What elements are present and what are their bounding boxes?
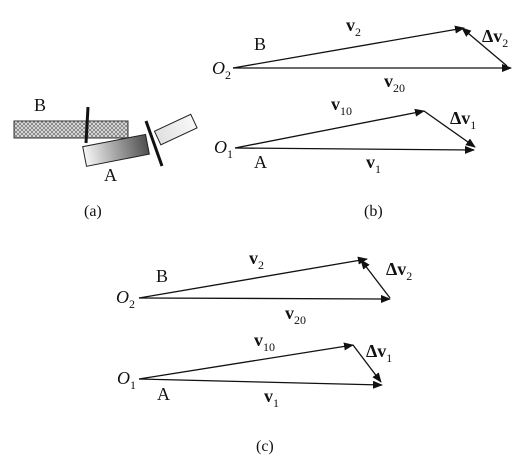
c-label-dv2: Δv2 (386, 259, 412, 283)
c-vector-dv2 (360, 259, 391, 299)
b-vector-v10 (234, 108, 425, 149)
c-label-v20: v20 (285, 303, 306, 327)
c-vector-v2 (138, 256, 368, 299)
block-a (82, 133, 150, 167)
contact-line-b (144, 120, 164, 167)
b-vector-v2 (232, 25, 465, 69)
b-body-b: B (254, 34, 266, 54)
b-vector-dv2 (461, 27, 508, 67)
panel-b: O2 B v2 v20 Δv2 O1 A v10 v1 Δv1 (b) (212, 15, 512, 220)
b-label-v2: v2 (346, 15, 361, 39)
b-origin-o1: O1 (214, 137, 233, 161)
block-small (153, 113, 198, 146)
caption-b: (b) (364, 203, 383, 220)
c-vector-v1 (138, 378, 383, 389)
panel-a: B A (a) (13, 95, 198, 220)
b-body-a: A (254, 152, 267, 172)
c-origin-o1: O1 (117, 368, 136, 392)
c-label-v1: v1 (264, 386, 279, 410)
b-vector-dv1 (423, 110, 476, 148)
b-label-v1: v1 (366, 152, 381, 176)
b-label-v20: v20 (384, 71, 405, 95)
b-label-dv2: Δv2 (482, 26, 508, 50)
c-body-b: B (156, 266, 168, 286)
b-label-dv1: Δv1 (450, 108, 476, 132)
contact-line-a (84, 106, 90, 144)
c-label-v10: v10 (254, 330, 275, 354)
block-b (13, 120, 129, 139)
c-label-dv1: Δv1 (366, 341, 392, 365)
c-origin-o2: O2 (116, 287, 135, 311)
label-b-a: B (34, 95, 46, 115)
b-origin-o2: O2 (212, 58, 231, 82)
c-body-a: A (157, 384, 170, 404)
caption-c: (c) (256, 438, 274, 455)
label-a-a: A (104, 165, 117, 185)
c-vector-dv1 (352, 344, 382, 383)
c-vector-v10 (138, 342, 354, 380)
c-label-v2: v2 (249, 248, 264, 272)
c-vector-v20 (138, 294, 391, 303)
panel-c: O2 B v2 v20 Δv2 O1 A v10 v1 Δv1 (c) (116, 248, 412, 455)
b-vector-v1 (234, 145, 475, 154)
b-label-v10: v10 (331, 94, 352, 118)
caption-a: (a) (84, 203, 102, 220)
